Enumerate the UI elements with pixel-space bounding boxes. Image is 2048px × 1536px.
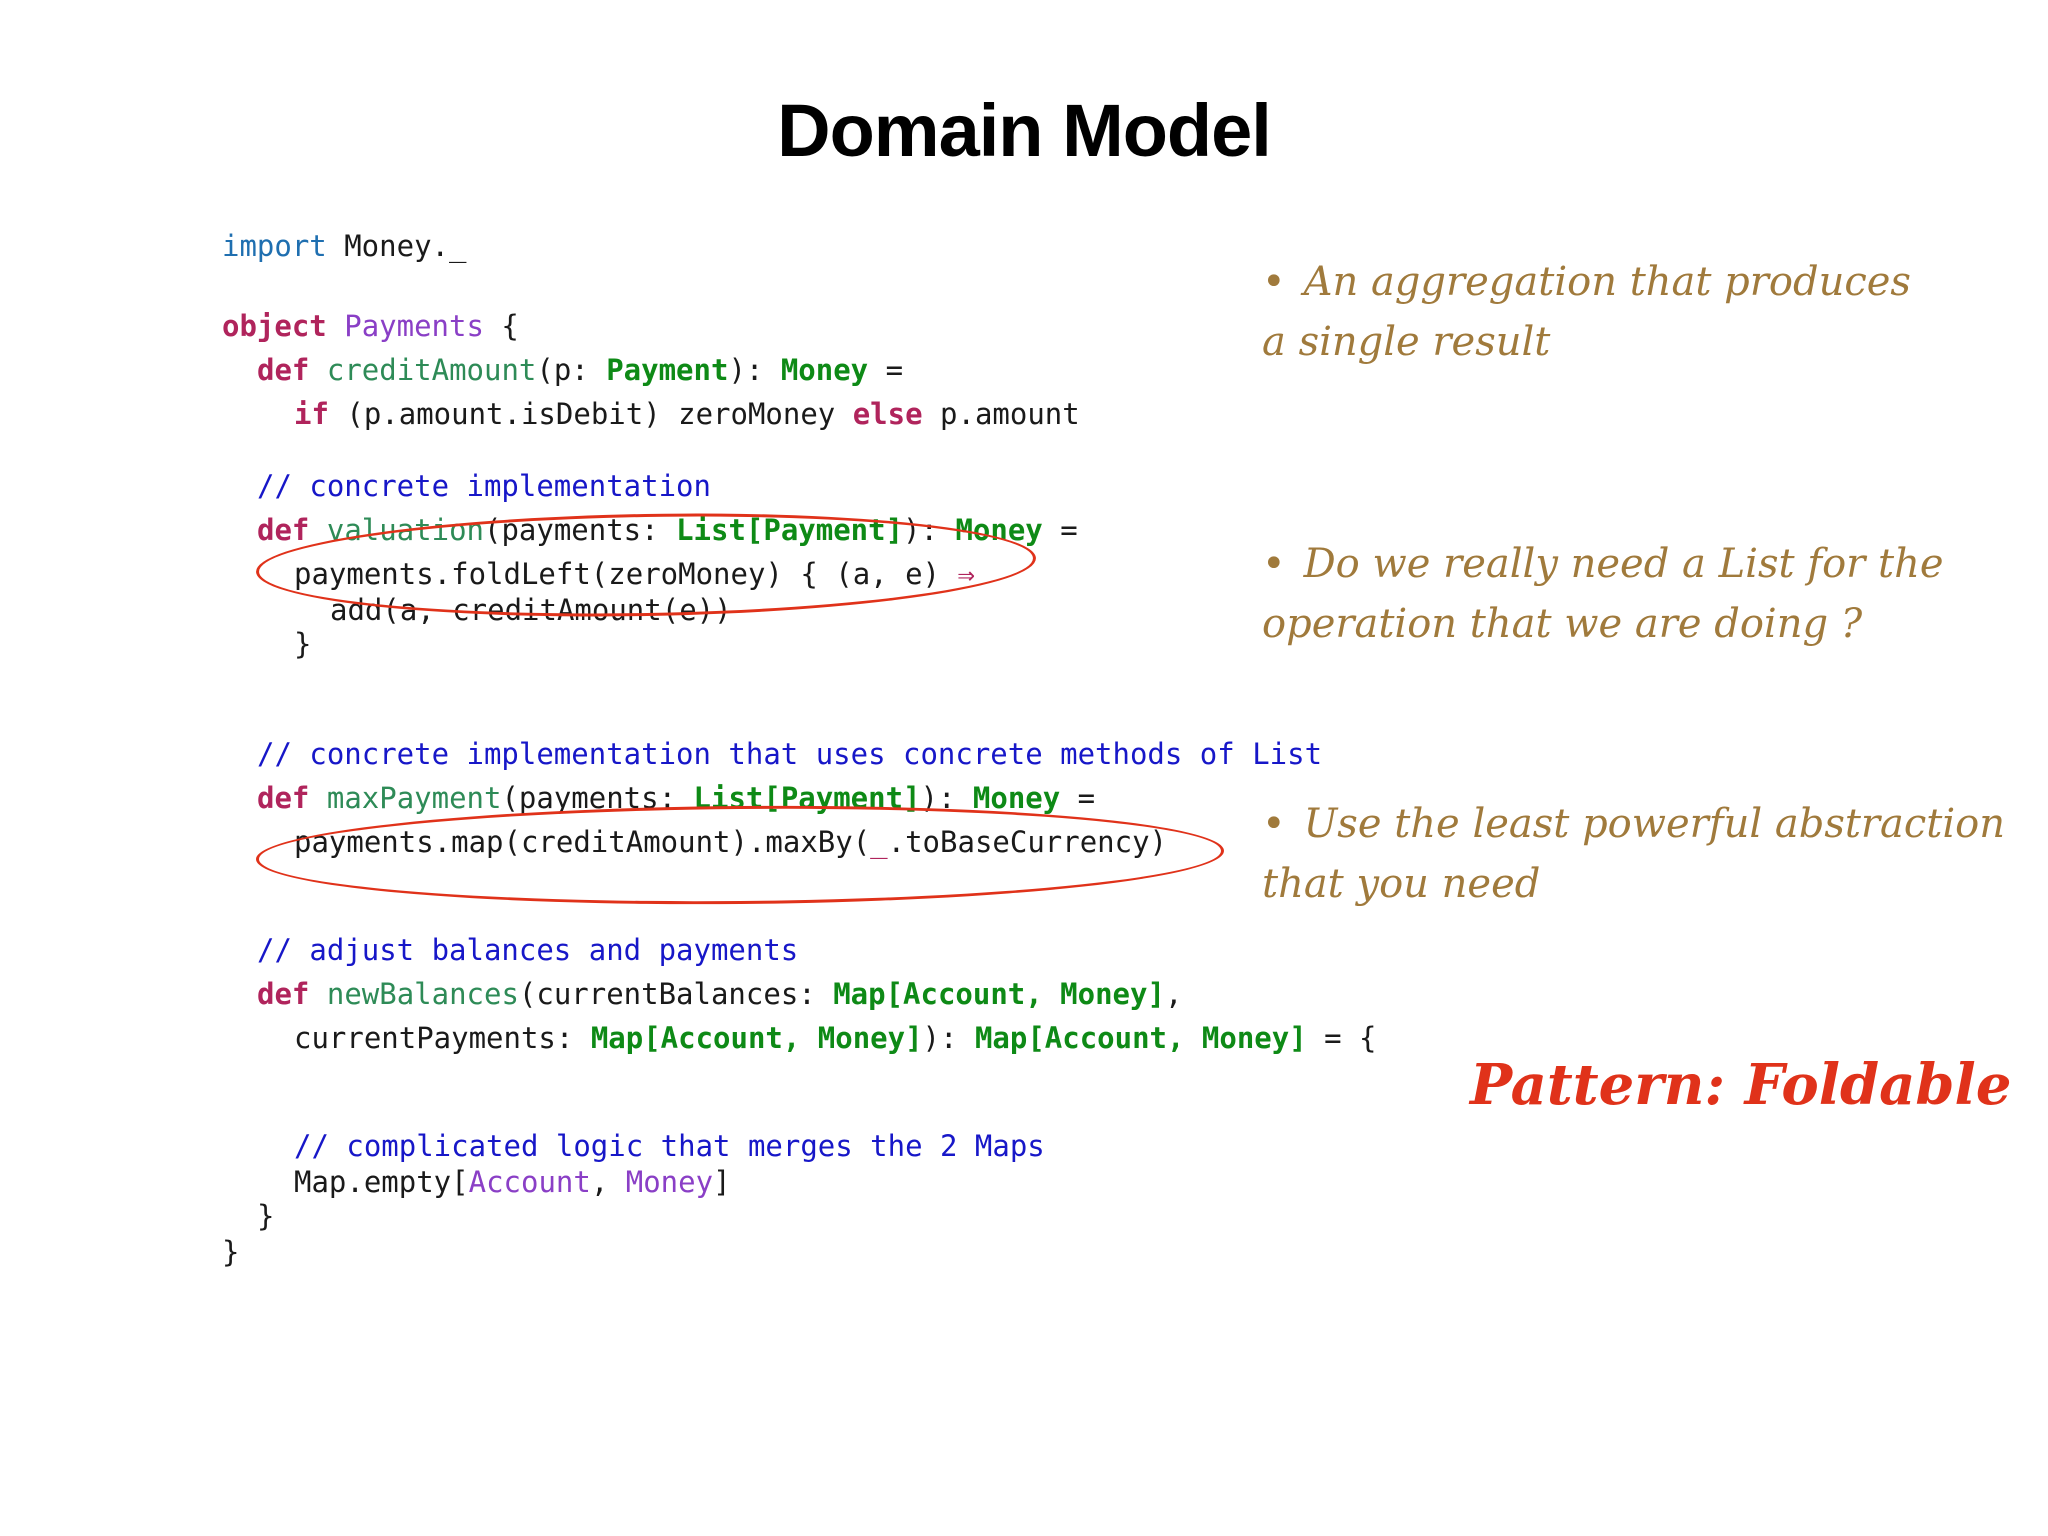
object-name: Payments [344, 309, 484, 343]
method-name: creditAmount [326, 353, 537, 387]
code-line: def creditAmount(p: Payment): Money = [257, 352, 903, 388]
code-text: (p: [536, 353, 607, 387]
code-text: p.amount [922, 397, 1080, 431]
type-name: List[Payment] [693, 781, 921, 815]
note-item: • An aggregation that produces a single r… [1262, 252, 2022, 372]
code-keyword: def [257, 513, 310, 547]
code-text: payments.foldLeft(zeroMoney) { (a, e) [294, 557, 958, 591]
code-text: (p.amount.isDebit) zeroMoney [328, 397, 853, 431]
code-text: payments.map(creditAmount).maxBy( [294, 825, 871, 859]
code-text: ] [713, 1165, 731, 1199]
code-line: currentPayments: Map[Account, Money]): M… [294, 1020, 1377, 1056]
note-line: • Use the least powerful abstraction [1262, 794, 2022, 854]
code-comment: // concrete implementation that uses con… [257, 737, 1323, 771]
type-name: Money [955, 513, 1043, 547]
code-text: { [483, 309, 519, 343]
notes-panel: • An aggregation that produces a single r… [1262, 0, 2022, 1100]
code-block: import Money._ object Payments { def cre… [222, 0, 1422, 1300]
code-keyword: object [222, 309, 327, 343]
code-comment: // complicated logic that merges the 2 M… [294, 1129, 1045, 1163]
type-name: Account [468, 1165, 591, 1199]
note-text: Use the least powerful abstraction [1303, 801, 2005, 847]
code-text: = [1042, 513, 1078, 547]
code-line: object Payments { [222, 308, 519, 344]
code-text: _ [870, 825, 888, 859]
note-text: Do we really need a List for the [1303, 541, 1944, 587]
code-text: ): [922, 1021, 975, 1055]
type-name: Map[Account, Money] [974, 1021, 1307, 1055]
type-name: Payment [606, 353, 729, 387]
code-line: } [222, 1235, 240, 1269]
arrow-icon: ⇒ [957, 557, 975, 591]
code-keyword: else [852, 397, 923, 431]
note-line: • An aggregation that produces [1262, 252, 2022, 312]
code-keyword: def [257, 977, 310, 1011]
bullet-icon: • [1262, 541, 1286, 587]
code-line: if (p.amount.isDebit) zeroMoney else p.a… [294, 396, 1080, 432]
code-line: } [257, 1199, 275, 1233]
method-name: maxPayment [326, 781, 502, 815]
code-line: } [294, 627, 312, 661]
code-text: ): [728, 353, 781, 387]
code-line: def newBalances(currentBalances: Map[Acc… [257, 976, 1182, 1012]
bullet-icon: • [1262, 259, 1286, 305]
code-text: Map.empty[ [294, 1165, 469, 1199]
slide-title: Domain Model [777, 89, 1272, 172]
code-keyword: if [294, 397, 329, 431]
method-name: valuation [326, 513, 484, 547]
code-keyword: def [257, 353, 310, 387]
type-name: Money [625, 1165, 714, 1199]
note-line: operation that we are doing ? [1262, 601, 1863, 647]
code-text: currentPayments: [294, 1021, 591, 1055]
code-line: add(a, creditAmount(e)) [330, 593, 732, 627]
code-line: import Money._ [222, 228, 466, 264]
code-comment: // adjust balances and payments [257, 933, 799, 967]
code-keyword: def [257, 781, 310, 815]
note-item: • Use the least powerful abstraction that… [1262, 794, 2022, 914]
code-text: , [1164, 977, 1183, 1011]
code-keyword: import [222, 229, 327, 263]
code-text: = { [1306, 1021, 1377, 1055]
type-name: Map[Account, Money] [833, 977, 1165, 1011]
bullet-icon: • [1262, 801, 1286, 847]
code-text: (payments: [484, 513, 677, 547]
code-text: = [1060, 781, 1096, 815]
code-text: .toBaseCurrency) [887, 825, 1167, 859]
note-item: • Do we really need a List for the operat… [1262, 534, 2022, 654]
code-text: (currentBalances: [518, 977, 834, 1011]
note-line: a single result [1262, 319, 1551, 365]
code-text: , [590, 1165, 626, 1199]
note-text: An aggregation that produces [1303, 259, 1911, 305]
code-line: def maxPayment(payments: List[Payment]):… [257, 780, 1095, 816]
note-line: • Do we really need a List for the [1262, 534, 2022, 594]
code-text: ): [903, 513, 956, 547]
code-line: def valuation(payments: List[Payment]): … [257, 512, 1078, 548]
type-name: List[Payment] [676, 513, 904, 547]
type-name: Map[Account, Money] [590, 1021, 923, 1055]
pattern-label: Pattern: Foldable [1470, 1052, 2012, 1118]
code-line: payments.foldLeft(zeroMoney) { (a, e) ⇒ [294, 556, 975, 592]
method-name: newBalances [326, 977, 519, 1011]
code-text: = [868, 353, 904, 387]
code-text: (payments: [501, 781, 694, 815]
code-comment: // concrete implementation [257, 469, 711, 503]
type-name: Money [972, 781, 1061, 815]
note-line: that you need [1262, 861, 1541, 907]
code-line: Map.empty[Account, Money] [294, 1164, 731, 1200]
type-name: Money [780, 353, 869, 387]
code-text: Money._ [326, 229, 467, 263]
code-text: ): [920, 781, 973, 815]
code-line: payments.map(creditAmount).maxBy(_.toBas… [294, 824, 1167, 860]
